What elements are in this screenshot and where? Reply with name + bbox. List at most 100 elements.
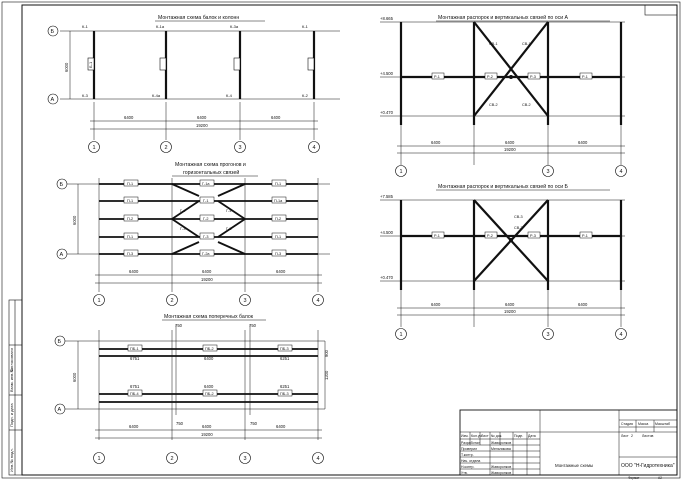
level-base-a: +0.470	[380, 110, 394, 115]
stamp-list-num: 2	[631, 434, 633, 438]
brace-node-a	[509, 75, 513, 79]
axis-circle-b1	[47, 25, 59, 37]
axis-circle-a1	[47, 93, 59, 105]
mark-pb3-a: ПБ-3	[280, 347, 289, 351]
level-top-a: +8.665	[380, 16, 394, 21]
axis-num-1-s2: 1	[98, 298, 101, 304]
dim-750-top-1: 750	[175, 323, 183, 328]
stamp-h-ndok: № док.	[491, 434, 502, 438]
stamp-company: ООО "Н-Гидротехника"	[621, 463, 675, 469]
mark-p1-r4a: П-1	[127, 235, 133, 239]
mark-k4: К-4	[226, 93, 233, 98]
stamp-prover: Проверил	[461, 447, 477, 451]
mark-sv1-a1: СВ-1	[489, 42, 498, 46]
axis-circle-a3	[54, 403, 66, 415]
dim-cb-left-a: 6751	[130, 356, 140, 361]
dim-total-3: 19200	[201, 432, 213, 437]
mark-sv1-a2: СВ-1	[522, 42, 531, 46]
brace-node-b	[509, 238, 513, 242]
stamp-h-data: Дата	[528, 434, 536, 438]
title-axis-a: Монтажная распорок и вертикальных связей…	[438, 14, 569, 21]
axis-num-3-s4: 3	[547, 169, 550, 175]
stamp-massa: Масса	[638, 422, 648, 426]
mark-r1-a2: Р-1	[582, 75, 588, 79]
mark-p3-r5c: П-3	[275, 252, 281, 256]
mark-r3-b: Р-3	[530, 234, 536, 238]
mark-g2-r3: Г-2	[203, 217, 208, 221]
mark-pb2-b: ПБ-2	[205, 392, 214, 396]
stamp-nkontr: Н.контр.	[461, 465, 474, 469]
dim-cb-right-a: 6251	[280, 356, 290, 361]
axis-num-3-s1: 3	[239, 145, 242, 151]
mark-r1-a: Р-1	[434, 75, 440, 79]
mark-r2-a: Р-2	[487, 75, 493, 79]
mark-g3-b: Г-3	[226, 227, 231, 231]
title-purlins-l1: Монтажная схема прогонов и	[175, 162, 246, 168]
title-beams-columns: Монтажная схема балок и колонн	[158, 15, 239, 21]
dim-span-4b: 6400	[505, 140, 515, 145]
stamp-stadiya: Стадия	[621, 422, 633, 426]
dim-span-1a: 6400	[124, 115, 134, 120]
axis-label-b2: Б	[60, 182, 64, 188]
mark-g3-a: Г-3	[180, 227, 185, 231]
dim-cb-mid-b: 6400	[204, 384, 214, 389]
dim-span-1c: 6400	[271, 115, 281, 120]
mark-k1-tr: К-1	[302, 24, 309, 29]
axis-num-2-s2: 2	[171, 298, 174, 304]
stamp-sheet-title: Монтажные схемы	[555, 463, 593, 468]
stamp-name-3: Жаворонков	[491, 465, 511, 469]
scheme-axis-a: Монтажная распорок и вертикальных связей…	[380, 14, 627, 177]
mark-r3-a: Р-3	[530, 75, 536, 79]
side-label-sogl: Согласовано	[9, 347, 14, 372]
mark-p3-r5a: П-3	[127, 252, 133, 256]
dim-1200: 1200	[324, 370, 329, 380]
mark-r1-b: Р-1	[434, 234, 440, 238]
axis-num-1-s4: 1	[400, 169, 403, 175]
scheme-axis-b: Монтажная распорок и вертикальных связей…	[380, 183, 627, 340]
mark-pb1-a: ПБ-1	[130, 347, 139, 351]
axis-num-4-s1: 4	[313, 145, 316, 151]
mark-k1-tl: К-1	[82, 24, 89, 29]
dim-total-1: 19200	[196, 123, 208, 128]
mark-k4a: К-4а	[152, 93, 161, 98]
mark-k1a: К-1а	[156, 24, 165, 29]
mark-r2-b: Р-2	[487, 234, 493, 238]
stamp-h-izm: Изм.	[461, 434, 469, 438]
axis-label-a3: А	[58, 407, 62, 413]
title-axis-b: Монтажная распорок и вертикальных связей…	[438, 183, 569, 190]
mark-pb4-b: ПБ-4	[130, 392, 139, 396]
mark-g3-r4: Г-3	[203, 235, 208, 239]
mark-r1-b2: Р-1	[582, 234, 588, 238]
mark-sv2-a1: СВ-2	[489, 103, 498, 107]
side-strip	[8, 299, 23, 476]
mark-p2-r3a: П-2	[127, 217, 133, 221]
dim-cb-left-b: 6751	[130, 384, 140, 389]
level-base-b: +0.470	[380, 275, 394, 280]
corner-box	[644, 4, 678, 16]
dim-width-3: 6000	[72, 372, 77, 382]
dim-span-3c: 6400	[276, 424, 286, 429]
stamp-nach: Нач. отдела	[461, 459, 480, 463]
axis-num-4-s3: 4	[317, 456, 320, 462]
mark-g1-r2: Г-1	[203, 199, 208, 203]
title-cross-beams: Монтажная схема поперечных балок	[164, 314, 254, 320]
stamp-format-label: Формат	[628, 476, 640, 480]
dim-total-5: 19200	[504, 309, 516, 314]
stamp-name-1: Жаворонков	[491, 441, 511, 445]
mark-p1-r2a: П-1	[127, 199, 133, 203]
dim-span-2b: 6400	[202, 269, 212, 274]
mark-k3: К-3	[82, 93, 89, 98]
dim-total-2: 19200	[201, 277, 213, 282]
dim-span-4c: 6400	[578, 140, 588, 145]
stamp-h-kol: Кол.уч	[471, 434, 482, 438]
mark-pb3-b: ПБ-3	[280, 392, 289, 396]
title-block	[459, 409, 678, 476]
dim-span-3b: 6400	[202, 424, 212, 429]
mark-g4-a: Г-4	[180, 209, 185, 213]
stamp-h-podp: Подп.	[514, 434, 523, 438]
dim-total-4: 19200	[504, 147, 516, 152]
stamp-listov: Листов	[642, 434, 654, 438]
axis-num-3-s2: 3	[244, 298, 247, 304]
